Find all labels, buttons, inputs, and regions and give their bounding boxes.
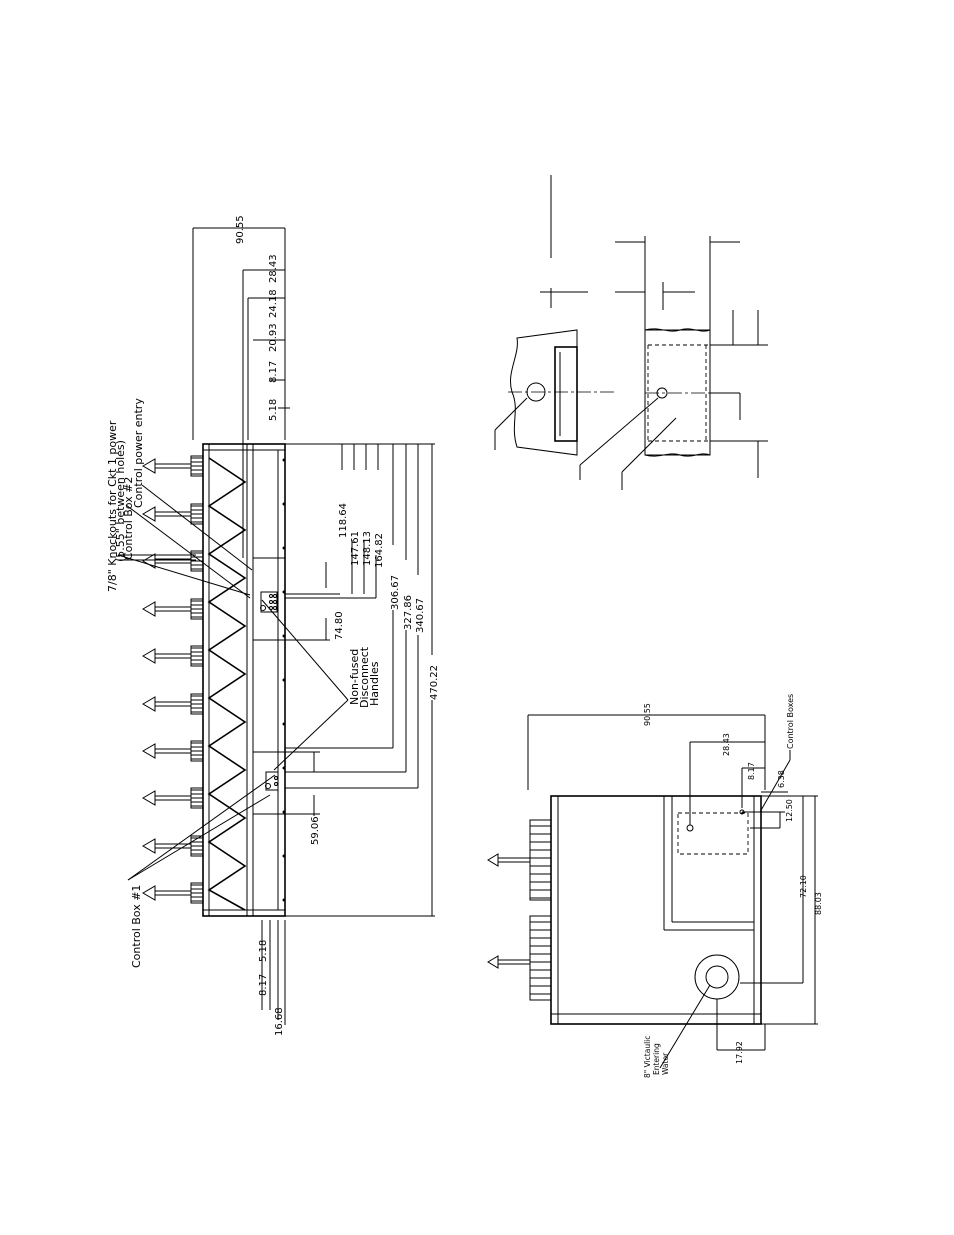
control-box-outline-plan (677, 812, 749, 855)
top-dimension-lines (192, 227, 290, 558)
rail-dot (282, 722, 286, 726)
dim-8-17-top: 8.17 (268, 361, 279, 383)
knockouts-label: 7/8" Knockouts for Ckt 1 power (106, 420, 119, 592)
handles-label: Handles (368, 661, 381, 706)
right-dimension-lines (285, 443, 435, 917)
plan-fan-motor (529, 819, 552, 901)
fan-motor (142, 455, 204, 477)
plan-dimension-texts: 90.55 28.43 8.17 6.38 12.50 72.10 88.03 … (643, 694, 823, 1078)
end-plate-slot (554, 346, 578, 442)
detail-section-view (494, 175, 768, 490)
dim-306-67: 306.67 (390, 575, 401, 610)
dim-59-06: 59.06 (310, 816, 321, 845)
bottom-dimension-lines (261, 920, 286, 1025)
dim-20-93: 20.93 (268, 323, 279, 352)
fan-motor (142, 503, 204, 525)
unit-frame (202, 443, 286, 917)
rail-dot (282, 634, 286, 638)
disconnect-label: Disconnect (358, 646, 371, 708)
plan-dim-8-17: 8.17 (747, 762, 756, 780)
main-elevation-view: 90.55 28.43 24.18 20.93 8.17 5.18 5.18 8… (106, 215, 440, 1036)
entering-label: Entering (652, 1043, 661, 1075)
leader-lines (117, 484, 349, 881)
control-boxes-label: Control Boxes (786, 694, 795, 749)
plan-view: 90.55 28.43 8.17 6.38 12.50 72.10 88.03 … (487, 694, 823, 1078)
control-box-1-outline (252, 751, 286, 815)
dim-8-17-bottom: 8.17 (258, 974, 269, 996)
dim-470-22: 470.22 (429, 665, 440, 700)
rail-dot (282, 766, 286, 770)
fan-motor (142, 740, 204, 762)
fan-array (142, 455, 204, 904)
dim-148-13: 148.13 (362, 531, 373, 566)
bottom-dimension-texts: 5.18 8.17 16.68 (258, 940, 285, 1036)
victaulic-outer (694, 954, 740, 1000)
disconnect-handles (260, 591, 279, 791)
fan-motor (142, 882, 204, 904)
victaulic-inner (705, 965, 729, 989)
main-view-labels: 7/8" Knockouts for Ckt 1 power (5.55" be… (106, 398, 381, 968)
dim-147-61: 147.61 (350, 531, 361, 566)
victaulic-label: 8" Victaulic (643, 1036, 652, 1078)
control-power-entry-label: Control power entry (132, 398, 145, 508)
fan-motor (142, 787, 204, 809)
dim-74-80: 74.80 (334, 611, 345, 640)
dim-327-86: 327.86 (403, 595, 414, 630)
fan-motor (142, 645, 204, 667)
rail-dot (282, 546, 286, 550)
plan-dim-17-92: 17.92 (735, 1041, 744, 1064)
dim-118-64: 118.64 (338, 503, 349, 538)
top-dimension-texts: 90.55 28.43 24.18 20.93 8.17 5.18 (235, 215, 279, 421)
rail-dot (282, 590, 286, 594)
rail-dots (282, 458, 286, 902)
plan-unit-outline (550, 795, 762, 1025)
fan-motor (142, 550, 204, 572)
rail-dot (282, 458, 286, 462)
non-fused-label: Non-fused (348, 649, 361, 705)
fan-motor (142, 598, 204, 620)
control-box-2-outline (252, 557, 286, 641)
plan-dimension-lines (527, 714, 818, 1069)
control-box-point (686, 824, 694, 832)
plan-fan-arrow (487, 955, 530, 969)
plan-dim-6-38: 6.38 (777, 770, 786, 788)
dim-164-82: 164.82 (374, 533, 385, 568)
plan-dim-88-03: 88.03 (814, 892, 823, 915)
truss-zigzag (207, 457, 247, 911)
water-label: Water (661, 1052, 670, 1075)
dim-5-18-bottom: 5.18 (258, 940, 269, 962)
rail-dot (282, 854, 286, 858)
rail-dot (282, 810, 286, 814)
rail-dot (282, 502, 286, 506)
fan-motor (142, 693, 204, 715)
rail-dot (282, 678, 286, 682)
plan-dim-72-10: 72.10 (799, 875, 808, 898)
dim-16-68: 16.68 (274, 1007, 285, 1036)
end-plate-outline (510, 329, 578, 456)
plan-dim-12-50: 12.50 (785, 799, 794, 822)
dim-90-55: 90.55 (235, 215, 246, 244)
plan-fan-arrow (487, 853, 530, 867)
dim-340-67: 340.67 (415, 598, 426, 633)
section-box (644, 329, 711, 456)
dim-28-43: 28.43 (268, 254, 279, 283)
rail-dot (282, 898, 286, 902)
dim-24-18: 24.18 (268, 289, 279, 318)
plan-fan-array (487, 819, 552, 1001)
plan-dim-28-43: 28.43 (722, 733, 731, 756)
right-dimension-texts: 118.64 147.61 148.13 164.82 74.80 306.67… (310, 503, 440, 845)
plan-dim-90-55: 90.55 (643, 703, 652, 726)
control-box-2-label: Control Box #2 (122, 477, 135, 560)
plan-fan-motor (529, 915, 552, 1001)
knockouts-spacing-label: (5.55" between holes) (114, 440, 127, 562)
control-box-1-label: Control Box #1 (130, 885, 143, 968)
dim-5-18-top: 5.18 (268, 399, 279, 421)
